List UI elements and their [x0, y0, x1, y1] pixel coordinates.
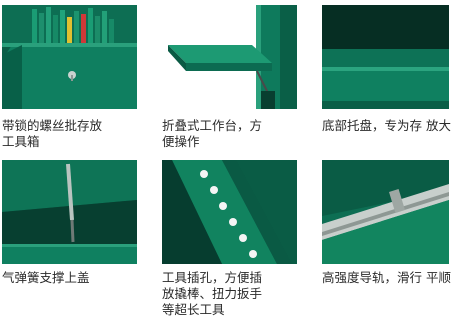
folding-workbench-photo [162, 5, 297, 109]
feature-caption: 带锁的螺丝批存放 工具箱 [2, 118, 103, 149]
feature-caption: 折叠式工作台，方 便操作 [162, 118, 263, 149]
feature-caption: 高强度导轨，滑行 平顺，使用寿命长 [322, 270, 451, 285]
screwdriver-rack-photo [2, 5, 137, 109]
tool-socket-photo [162, 160, 297, 264]
gas-spring-lid-photo [2, 160, 137, 264]
high-strength-rail-photo [322, 160, 449, 264]
feature-caption: 底部托盘，专为存 放大件工具设计 [322, 118, 451, 133]
feature-caption: 工具插孔，方便插 放撬棒、扭力扳手 等超长工具 [162, 270, 263, 317]
bottom-tray-photo [322, 5, 449, 109]
feature-caption: 气弹簧支撑上盖 [2, 270, 90, 285]
